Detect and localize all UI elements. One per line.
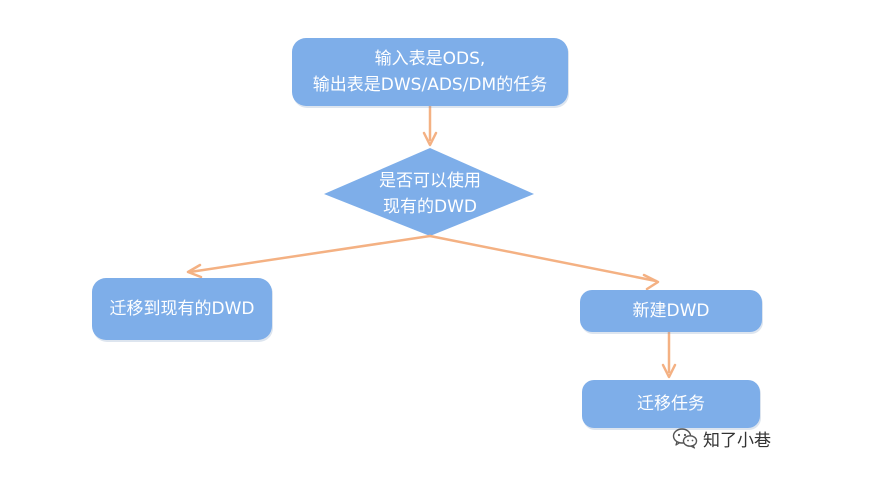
decision-diamond [324, 148, 534, 236]
start-node-line1: 输入表是ODS, [374, 49, 486, 69]
new-dwd-node: 新建DWD [580, 290, 762, 332]
arrowhead-new-dwd-to-migrate-task [661, 363, 677, 379]
start-node-line2: 输出表是DWS/ADS/DM的任务 [312, 75, 548, 95]
decision-node-line2: 现有的DWD [383, 197, 477, 217]
start-node: 输入表是ODS, 输出表是DWS/ADS/DM的任务 [292, 38, 568, 106]
arrow-decision-to-migrate-existing [188, 234, 432, 274]
arrowhead-decision-to-new-dwd [642, 273, 660, 291]
arrowhead-decision-to-migrate-existing [186, 263, 203, 279]
watermark-text: 知了小巷 [703, 430, 771, 451]
watermark: 知了小巷 [672, 425, 771, 451]
migrate-existing-label: 迁移到现有的DWD [109, 299, 255, 319]
wechat-icon [672, 428, 698, 449]
migrate-existing-node: 迁移到现有的DWD [92, 278, 272, 340]
arrow-decision-to-new-dwd [428, 234, 658, 283]
arrowhead-start-to-decision [422, 131, 438, 147]
migrate-task-node: 迁移任务 [582, 380, 760, 428]
new-dwd-label: 新建DWD [632, 301, 710, 321]
migrate-task-label: 迁移任务 [637, 394, 705, 414]
decision-node-line1: 是否可以使用 [379, 171, 481, 191]
decision-node-label: 是否可以使用 现有的DWD [350, 166, 510, 222]
